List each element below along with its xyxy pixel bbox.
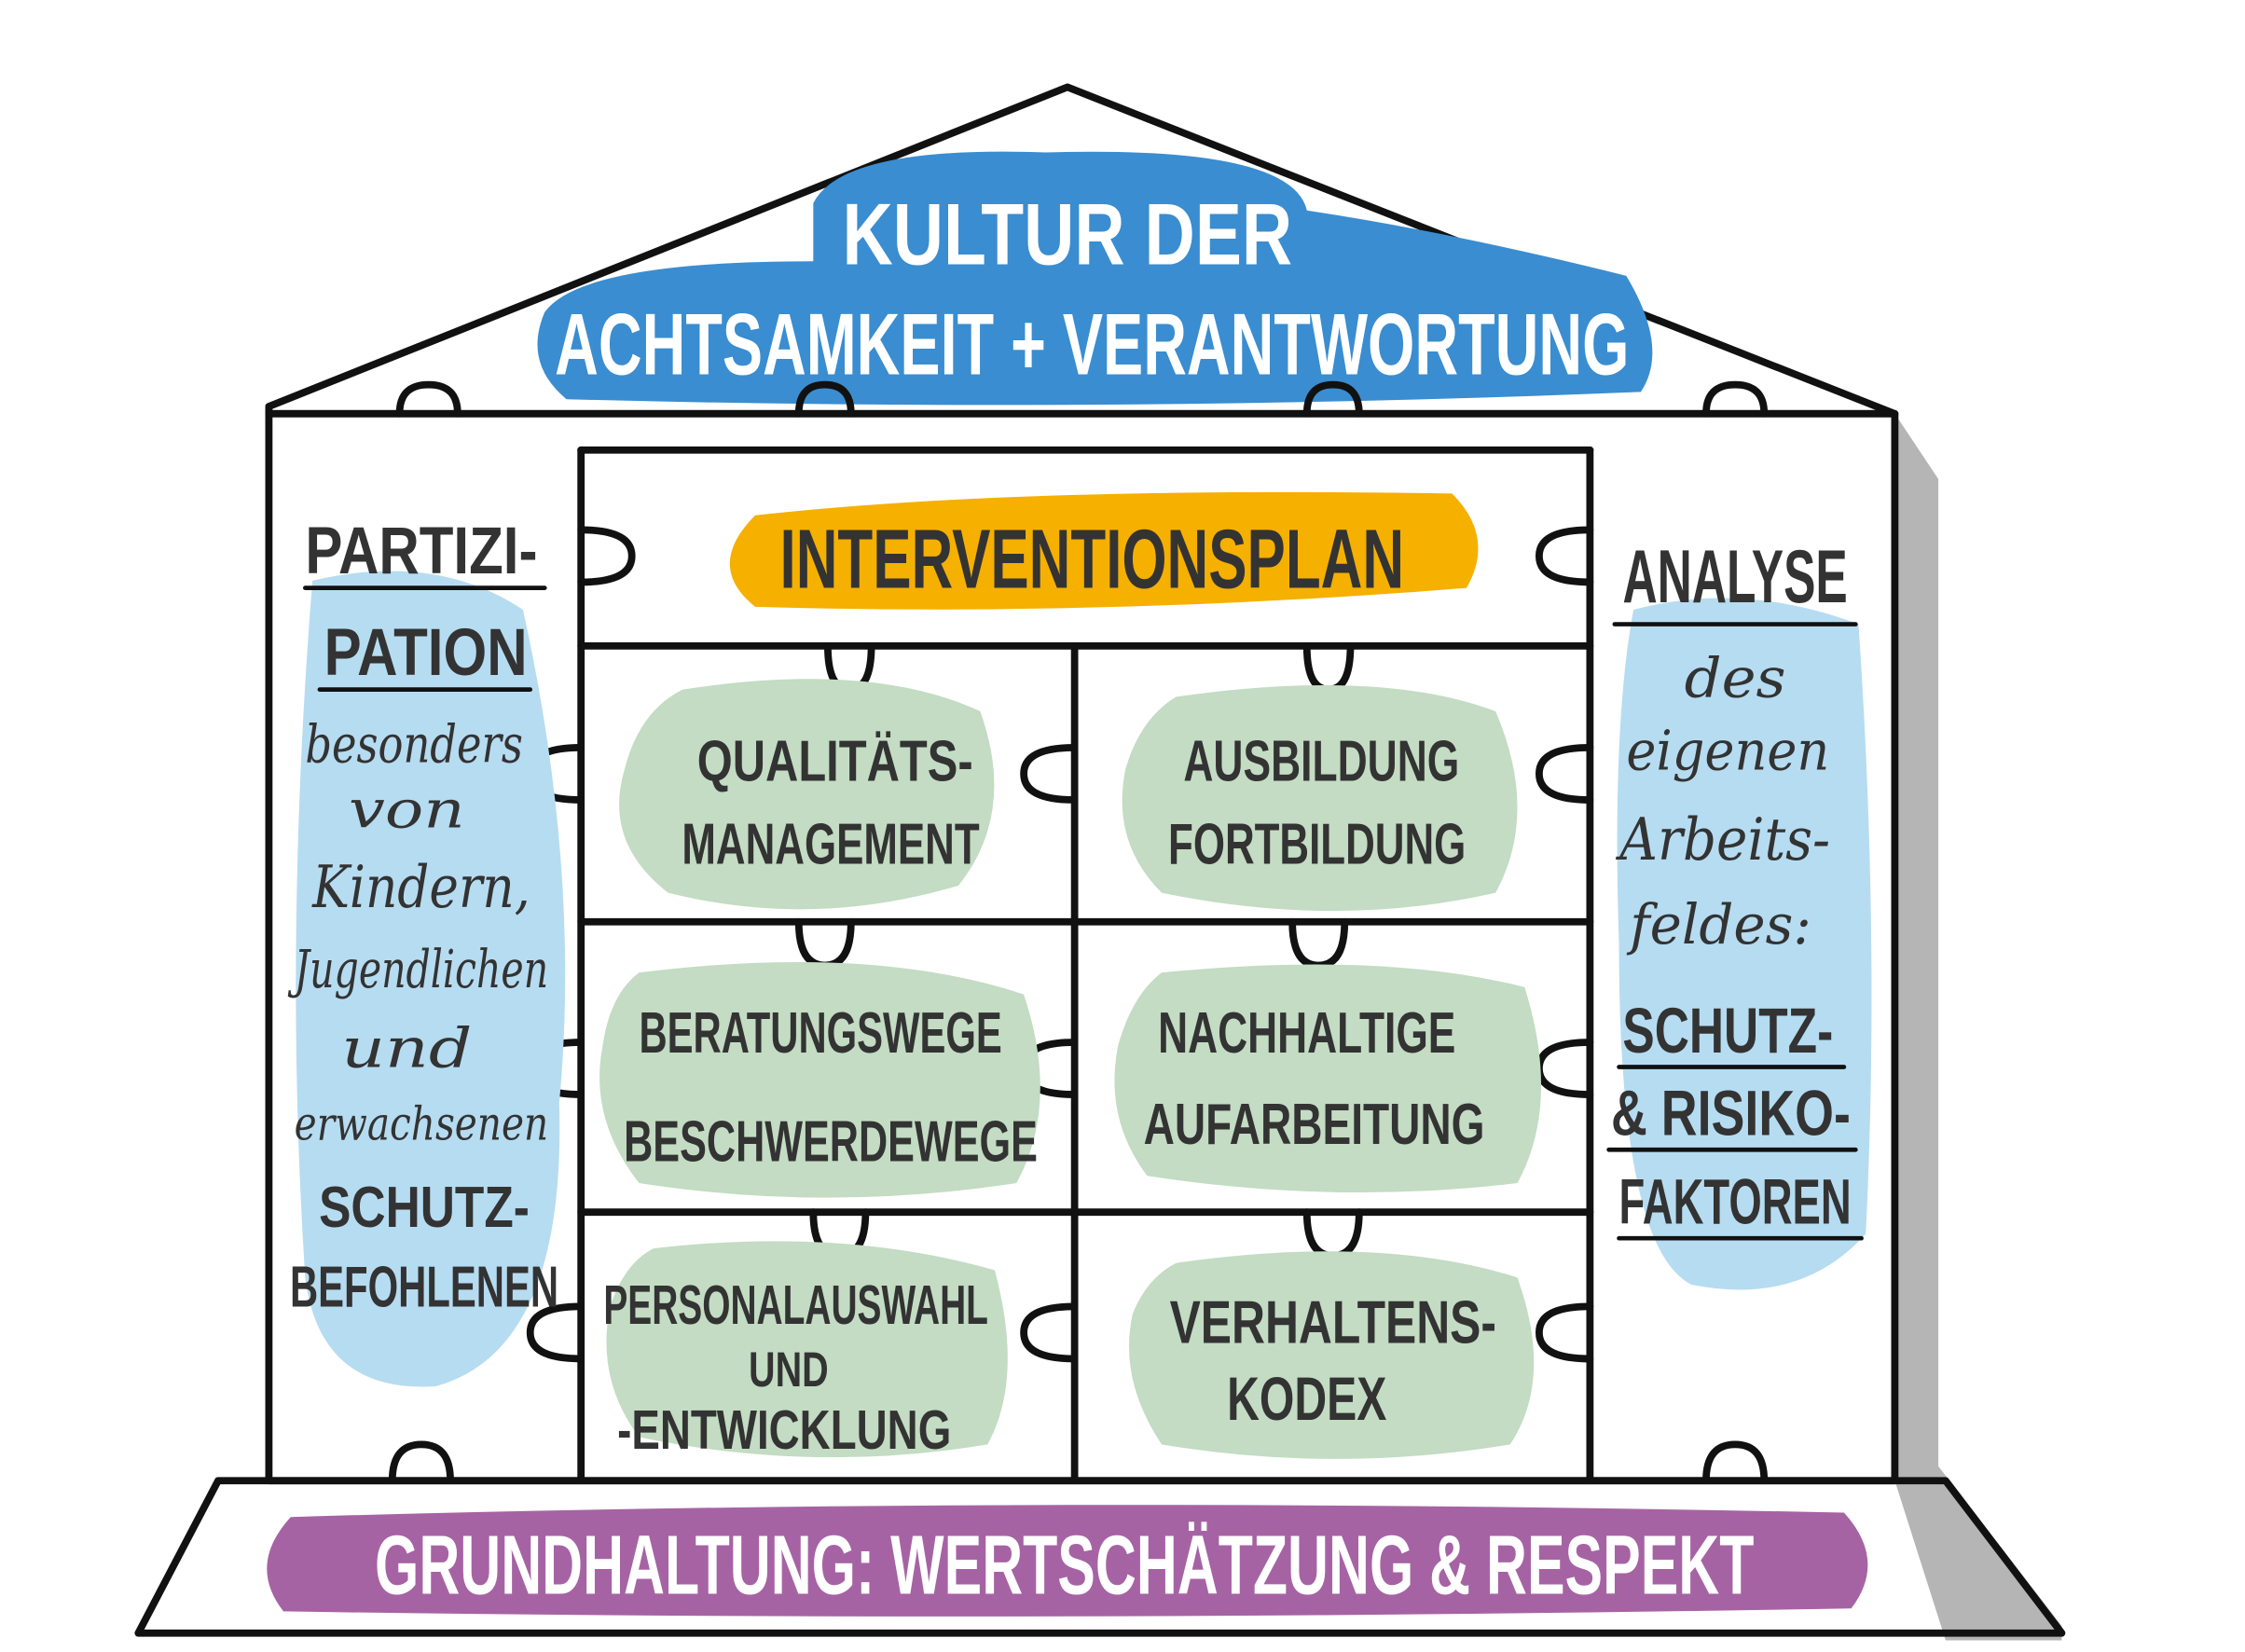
left-text-line: erwachsenen bbox=[295, 1096, 548, 1150]
left-title-line1: PARTIZI- bbox=[305, 514, 537, 588]
module-line: FORTBILDUNG bbox=[1168, 812, 1466, 876]
left-text-line: von bbox=[349, 779, 465, 840]
module-verhaltenskodex: VERHALTENS- KODEX bbox=[1129, 1251, 1535, 1459]
module-beratungswege: BERATUNGSWEGE BESCHWERDEWEGE bbox=[599, 961, 1040, 1198]
right-text-line: eigenen bbox=[1626, 719, 1829, 783]
right-caps-line: SCHUTZ- bbox=[1622, 995, 1833, 1067]
left-column-text: besonders von Kindern, Jugendlichen und … bbox=[287, 714, 558, 1320]
roof-title-line2: ACHTSAMKEIT + VERANTWORTUNG bbox=[555, 296, 1629, 394]
left-text-line: Jugendlichen bbox=[287, 938, 548, 999]
module-line: NACHHALTIGE bbox=[1158, 1001, 1455, 1066]
shadow bbox=[1894, 413, 2062, 1641]
right-text-line: des bbox=[1685, 647, 1786, 710]
module-line: AUSBILDUNG bbox=[1183, 729, 1459, 793]
left-text-line: Kindern, bbox=[311, 853, 530, 921]
right-title: ANALYSE bbox=[1622, 536, 1847, 619]
roof-title-line1: KULTUR DER bbox=[842, 186, 1292, 283]
right-column-text: des eigenen Arbeits- feldes: SCHUTZ- & R… bbox=[1606, 647, 1864, 1241]
module-line: UND bbox=[749, 1342, 829, 1397]
right-text-line: Arbeits- bbox=[1616, 806, 1831, 874]
right-caps-line: & RISIKO- bbox=[1611, 1078, 1851, 1150]
module-line: PERSONALAUSWAHL bbox=[603, 1274, 988, 1336]
left-text-line: und bbox=[341, 1015, 472, 1081]
module-line: AUFARBEITUNG bbox=[1144, 1091, 1485, 1156]
module-personalauswahl: PERSONALAUSWAHL UND -ENTWICKLUNG bbox=[603, 1241, 1008, 1461]
left-caps-line: SCHUTZ- bbox=[319, 1175, 530, 1240]
module-line: BESCHWERDEWEGE bbox=[624, 1109, 1038, 1175]
right-text-line: feldes: bbox=[1626, 893, 1811, 957]
base-label: GRUNDHALTUNG: WERTSCHÄTZUNG & RESPEKT bbox=[375, 1519, 1754, 1613]
left-caps-line: BEFOHLENEN bbox=[290, 1255, 558, 1319]
right-caps-line: FAKTOREN bbox=[1619, 1166, 1852, 1238]
module-ausbildung-fortbildung: AUSBILDUNG FORTBILDUNG bbox=[1122, 684, 1518, 912]
module-line: VERHALTENS- bbox=[1170, 1288, 1496, 1356]
left-text-line: besonders bbox=[305, 714, 523, 775]
module-nachhaltige-aufarbeitung: NACHHALTIGE AUFARBEITUNG bbox=[1114, 964, 1542, 1193]
module-line: -ENTWICKLUNG bbox=[617, 1399, 951, 1461]
module-line: KODEX bbox=[1227, 1366, 1386, 1434]
module-line: MANAGEMENT bbox=[682, 812, 979, 876]
module-qualitaetsmanagement: QUALITÄTS- MANAGEMENT bbox=[619, 679, 995, 910]
module-line: BERATUNGSWEGE bbox=[639, 1001, 1001, 1066]
left-title-line2: PATION bbox=[324, 615, 528, 690]
module-line: QUALITÄTS- bbox=[697, 728, 973, 793]
interventionsplan-label: INTERVENTIONSPLAN bbox=[780, 513, 1405, 606]
